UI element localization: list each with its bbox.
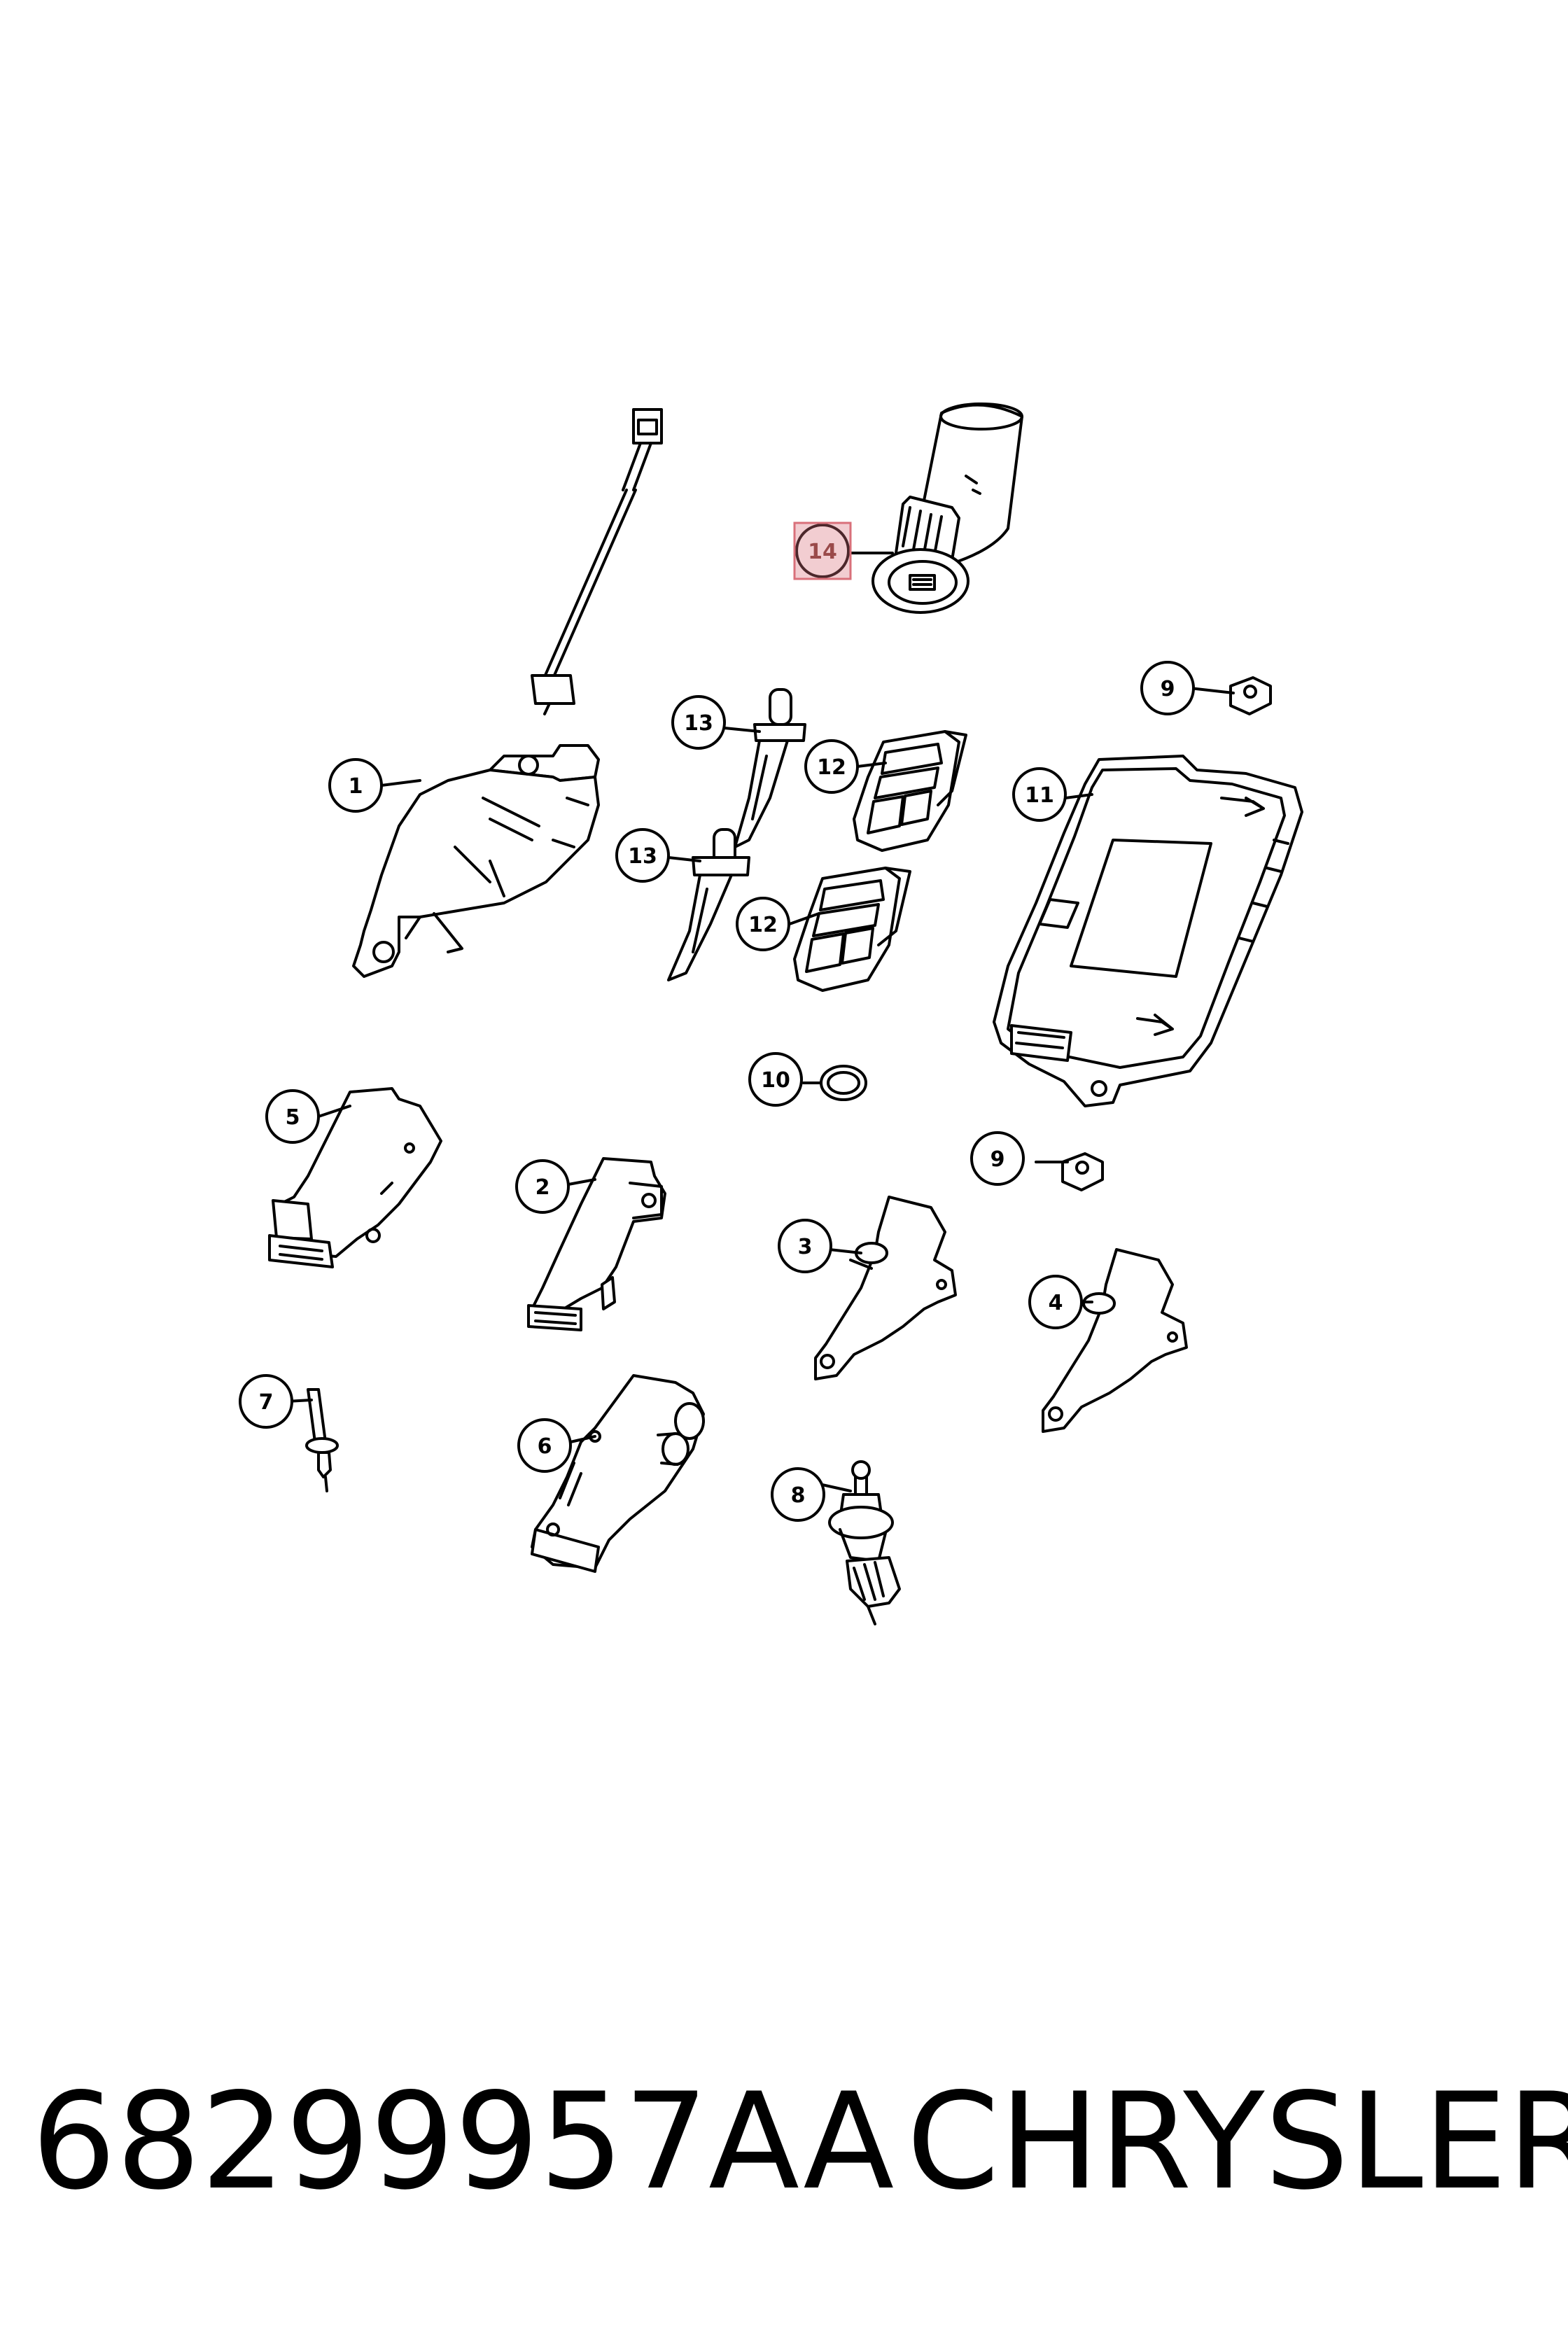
part-emergency-key-upper <box>734 688 806 848</box>
part-emergency-key-lower <box>667 828 750 981</box>
callout-8: 8 <box>771 1467 825 1522</box>
callout-7: 7 <box>239 1374 293 1429</box>
callout-11: 11 <box>1012 767 1067 822</box>
svg-text:12: 12 <box>748 913 778 937</box>
callout-2: 2 <box>515 1159 570 1214</box>
svg-text:12: 12 <box>817 755 846 780</box>
part-push-pin <box>305 1388 339 1492</box>
part-nut-lower <box>1061 1152 1104 1191</box>
svg-text:5: 5 <box>286 1105 300 1130</box>
svg-text:11: 11 <box>1025 783 1054 808</box>
svg-text:8: 8 <box>791 1483 806 1508</box>
part-lock-cylinder <box>828 1460 901 1625</box>
part-bracket-3 <box>814 1196 957 1380</box>
callout-12-upper: 12 <box>804 739 859 794</box>
callout-3: 3 <box>778 1219 832 1273</box>
callout-4: 4 <box>1028 1275 1083 1329</box>
callout-13-lower: 13 <box>615 828 670 883</box>
part-bracket-2 <box>527 1157 666 1331</box>
part-ignition-switch <box>872 402 1023 614</box>
part-bracket-4 <box>1042 1248 1188 1433</box>
callout-9-lower: 9 <box>970 1131 1025 1186</box>
callout-9-upper: 9 <box>1140 661 1195 715</box>
part-control-module <box>993 755 1303 1107</box>
callout-1: 1 <box>328 758 383 813</box>
part-o-ring <box>820 1065 867 1101</box>
part-nut-upper <box>1229 676 1272 715</box>
callout-12-lower: 12 <box>736 897 790 951</box>
part-key-fob-upper <box>853 730 967 852</box>
part-key-fob-lower <box>793 867 911 992</box>
part-antenna-module <box>352 408 663 978</box>
callout-5: 5 <box>265 1089 320 1144</box>
svg-text:1: 1 <box>349 774 363 799</box>
part-bracket-5 <box>268 1087 442 1268</box>
svg-text:2: 2 <box>536 1175 550 1200</box>
brand-name: CHRYSLER <box>906 2064 1568 2219</box>
callout-6: 6 <box>517 1418 572 1473</box>
svg-text:9: 9 <box>990 1147 1005 1172</box>
part-module-6 <box>531 1374 705 1573</box>
callout-14-highlight-box <box>793 522 852 580</box>
callout-14-highlighted: 14 <box>793 522 852 580</box>
svg-text:13: 13 <box>628 844 657 869</box>
svg-text:13: 13 <box>684 711 713 736</box>
callout-13-upper: 13 <box>671 695 726 750</box>
svg-text:14: 14 <box>808 540 837 564</box>
svg-text:10: 10 <box>761 1068 790 1093</box>
svg-text:4: 4 <box>1049 1291 1063 1315</box>
callout-10: 10 <box>748 1052 803 1107</box>
svg-text:7: 7 <box>259 1390 274 1415</box>
svg-text:3: 3 <box>798 1235 813 1259</box>
svg-text:9: 9 <box>1161 677 1175 701</box>
part-number: 68299957AA <box>31 2064 895 2219</box>
caption-bar: 68299957AA CHRYSLER <box>0 2062 1568 2222</box>
svg-text:6: 6 <box>538 1434 552 1459</box>
